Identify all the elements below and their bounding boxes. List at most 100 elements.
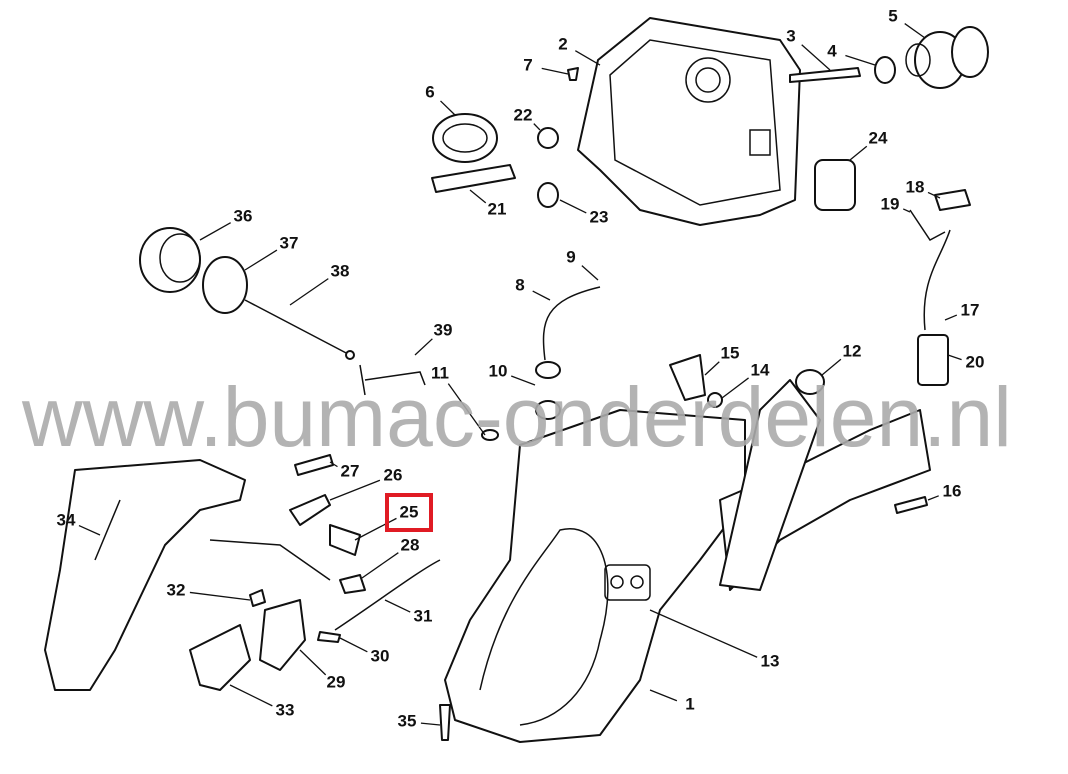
part-label-9[interactable]: 9 xyxy=(566,247,575,266)
part-label-16[interactable]: 16 xyxy=(943,481,962,500)
part-label-33[interactable]: 33 xyxy=(276,700,295,719)
leader-line-25 xyxy=(354,517,397,541)
part-38-cable xyxy=(244,299,351,356)
part-23-spring xyxy=(537,182,559,208)
part-24-filter xyxy=(814,159,856,211)
part-2-tank xyxy=(577,17,801,226)
leader-line-33 xyxy=(229,684,273,707)
part-32-spring xyxy=(249,589,266,607)
leader-line-8 xyxy=(532,290,551,301)
part-label-32[interactable]: 32 xyxy=(167,580,186,599)
part-6-gasket xyxy=(432,113,498,163)
part-label-37[interactable]: 37 xyxy=(280,233,299,252)
leader-line-28 xyxy=(361,552,399,579)
part-label-23[interactable]: 23 xyxy=(590,207,609,226)
leader-line-39 xyxy=(414,338,433,356)
part-label-4[interactable]: 4 xyxy=(827,41,837,60)
part-label-25[interactable]: 25 xyxy=(400,502,419,521)
part-33-lockout xyxy=(189,624,251,691)
leader-line-16 xyxy=(927,495,939,501)
part-3-bolt xyxy=(789,67,861,83)
part-label-26[interactable]: 26 xyxy=(384,465,403,484)
part-label-19[interactable]: 19 xyxy=(881,194,900,213)
part-label-35[interactable]: 35 xyxy=(398,711,417,730)
part-30-pin xyxy=(317,631,341,643)
part-12-bushing xyxy=(795,369,825,395)
part-35-screw xyxy=(439,704,451,741)
part-20-fuel-filter xyxy=(917,334,949,386)
part-label-8[interactable]: 8 xyxy=(515,275,524,294)
part-25-rod xyxy=(209,539,331,581)
part-label-10[interactable]: 10 xyxy=(489,361,508,380)
part-label-14[interactable]: 14 xyxy=(751,360,770,379)
part-1-handle-housing xyxy=(444,379,931,743)
part-19-hose xyxy=(909,209,946,241)
part-label-39[interactable]: 39 xyxy=(434,320,453,339)
leader-line-32 xyxy=(189,591,251,601)
leader-line-18 xyxy=(927,191,941,199)
part-label-12[interactable]: 12 xyxy=(843,341,862,360)
part-8-cable xyxy=(542,286,601,361)
part-label-36[interactable]: 36 xyxy=(234,206,253,225)
leader-line-27 xyxy=(329,461,338,468)
part-15-plug xyxy=(669,354,706,401)
part-label-5[interactable]: 5 xyxy=(888,6,897,25)
part-label-21[interactable]: 21 xyxy=(488,199,507,218)
part-label-1[interactable]: 1 xyxy=(685,694,694,713)
leader-line-29 xyxy=(299,649,327,676)
part-label-20[interactable]: 20 xyxy=(966,352,985,371)
part-18-elbow xyxy=(934,189,971,211)
part-label-34[interactable]: 34 xyxy=(57,510,76,529)
part-label-30[interactable]: 30 xyxy=(371,646,390,665)
part-label-13[interactable]: 13 xyxy=(761,651,780,670)
leader-line-20 xyxy=(947,354,962,361)
part-11-washer xyxy=(481,429,499,441)
leader-line-13 xyxy=(649,609,758,658)
highlight-box xyxy=(385,493,433,532)
leader-line-12 xyxy=(821,358,842,376)
part-39-lever xyxy=(359,364,426,396)
leader-line-5 xyxy=(904,23,926,39)
part-26-spring xyxy=(289,494,331,526)
leader-line-36 xyxy=(199,222,231,241)
leader-line-38 xyxy=(289,278,329,306)
part-label-7[interactable]: 7 xyxy=(523,55,532,74)
part-label-2[interactable]: 2 xyxy=(558,34,567,53)
part-28-clip xyxy=(339,574,366,594)
leader-line-22 xyxy=(533,123,541,131)
part-label-15[interactable]: 15 xyxy=(721,343,740,362)
part-label-38[interactable]: 38 xyxy=(331,261,350,280)
part-label-3[interactable]: 3 xyxy=(786,26,795,45)
leader-line-14 xyxy=(721,377,749,399)
part-22-plug xyxy=(537,127,559,149)
part-36-cap xyxy=(139,227,201,293)
part-label-11[interactable]: 11 xyxy=(431,363,449,382)
part-10-grommet xyxy=(535,361,561,379)
part-37-seal xyxy=(202,256,248,314)
leader-line-34 xyxy=(78,524,101,536)
leader-line-24 xyxy=(849,145,868,161)
part-4-nut xyxy=(874,56,896,84)
part-label-24[interactable]: 24 xyxy=(869,128,888,147)
part-label-27[interactable]: 27 xyxy=(341,461,360,480)
leader-line-30 xyxy=(339,637,368,653)
part-21-spring xyxy=(431,164,516,193)
part-27-pin xyxy=(294,454,334,476)
leader-line-19 xyxy=(902,208,911,213)
part-label-18[interactable]: 18 xyxy=(906,177,925,196)
part-label-17[interactable]: 17 xyxy=(961,300,980,319)
part-14-nut xyxy=(707,392,723,408)
leader-line-2 xyxy=(574,50,601,66)
leader-line-17 xyxy=(944,314,958,321)
part-label-31[interactable]: 31 xyxy=(414,606,433,625)
part-label-28[interactable]: 28 xyxy=(401,535,420,554)
leader-lines xyxy=(78,23,962,726)
part-5-fitting xyxy=(905,26,989,89)
part-label-29[interactable]: 29 xyxy=(327,672,346,691)
part-label-22[interactable]: 22 xyxy=(514,105,533,124)
part-label-6[interactable]: 6 xyxy=(425,82,434,101)
part-16-screw xyxy=(894,496,928,514)
leader-line-23 xyxy=(559,199,587,214)
